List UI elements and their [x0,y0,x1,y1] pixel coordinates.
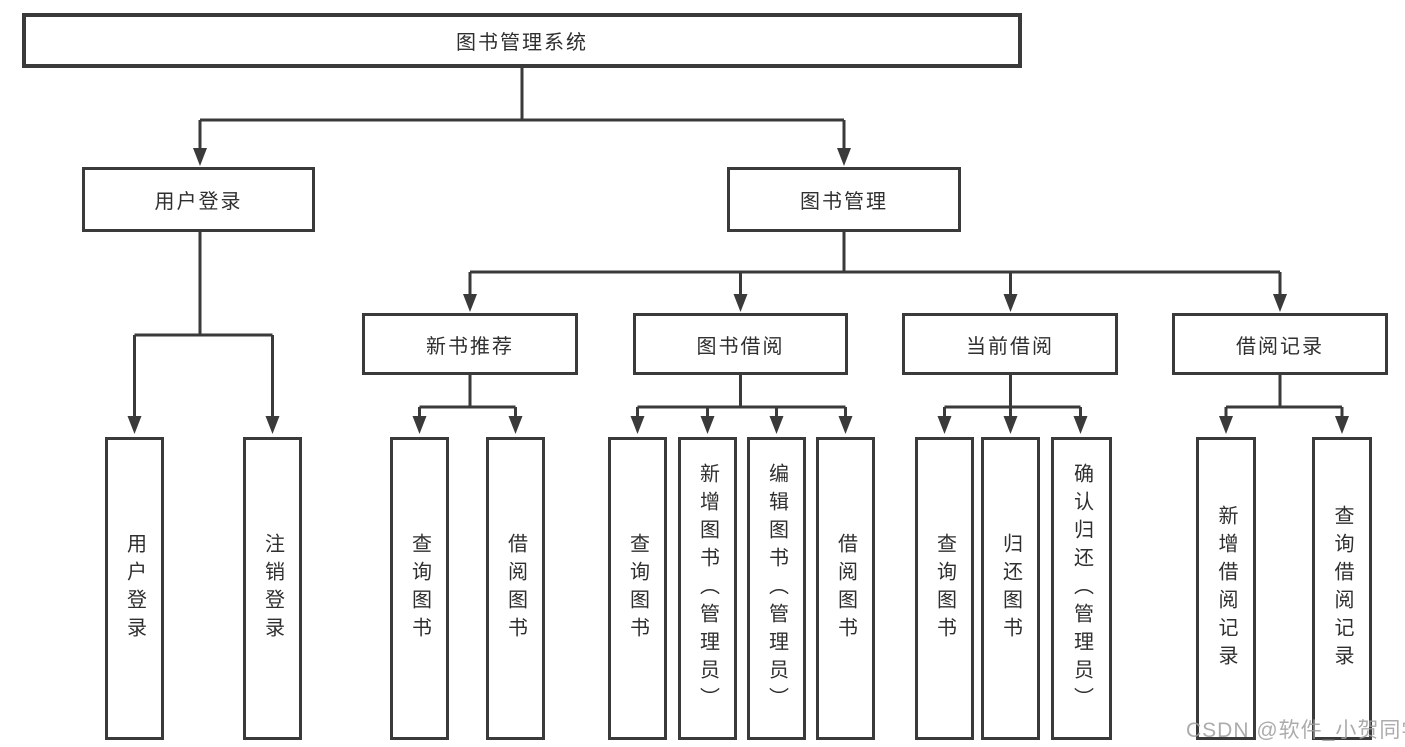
node-label: 用户登录 [154,191,243,213]
leaf-add-borrow-record: 新增借阅记录 [1196,437,1256,740]
node-label: 查询借阅记录 [1331,504,1353,673]
node-label: 编辑图书（管理员） [765,462,788,715]
leaf-borrow-books: 借阅图书 [816,437,875,740]
watermark: CSDN @软件_小贺同学 [1186,719,1405,742]
edge-arrowheads [127,148,1349,434]
leaf-return-books: 归还图书 [981,437,1040,740]
node-label: 用户登录 [123,532,146,645]
leaf-logout: 注销登录 [243,437,302,740]
leaf-user-login: 用户登录 [105,437,164,740]
node-label: 图书管理系统 [456,32,588,54]
node-borrow-records: 借阅记录 [1172,313,1388,375]
node-label: 当前借阅 [966,335,1054,358]
node-label: 新增图书（管理员） [696,462,719,715]
node-label: 查询图书 [933,532,956,645]
node-label: 借阅图书 [504,532,527,645]
leaf-query-books: 查询图书 [608,437,667,740]
leaf-edit-books-admin: 编辑图书（管理员） [747,437,806,740]
node-label: 归还图书 [999,532,1022,645]
leaf-query-borrow-record: 查询借阅记录 [1312,437,1372,740]
node-user-login: 用户登录 [82,167,315,232]
leaf-query-books-recommend: 查询图书 [390,437,449,740]
node-label: 借阅记录 [1236,335,1324,358]
node-label: 查询图书 [626,532,649,645]
edge-lines [133,68,1344,420]
node-library-management-system: 图书管理系统 [22,13,1022,68]
node-label: 图书借阅 [696,335,785,358]
node-label: 查询图书 [408,532,431,645]
node-label: 新书推荐 [426,335,514,358]
node-label: 注销登录 [261,532,284,645]
leaf-confirm-return-admin: 确认归还（管理员） [1051,437,1112,740]
leaf-add-books-admin: 新增图书（管理员） [678,437,737,740]
leaf-borrow-books-recommend: 借阅图书 [486,437,545,740]
node-label: 确认归还（管理员） [1070,462,1093,715]
node-label: 新增借阅记录 [1215,504,1237,673]
node-current-borrow: 当前借阅 [902,313,1118,375]
leaf-query-books-current: 查询图书 [915,437,974,740]
node-label: 借阅图书 [834,532,857,645]
node-new-book-recommend: 新书推荐 [362,313,578,375]
node-label: 图书管理 [800,191,888,213]
node-book-borrow: 图书借阅 [633,313,848,375]
node-book-management: 图书管理 [727,167,961,232]
